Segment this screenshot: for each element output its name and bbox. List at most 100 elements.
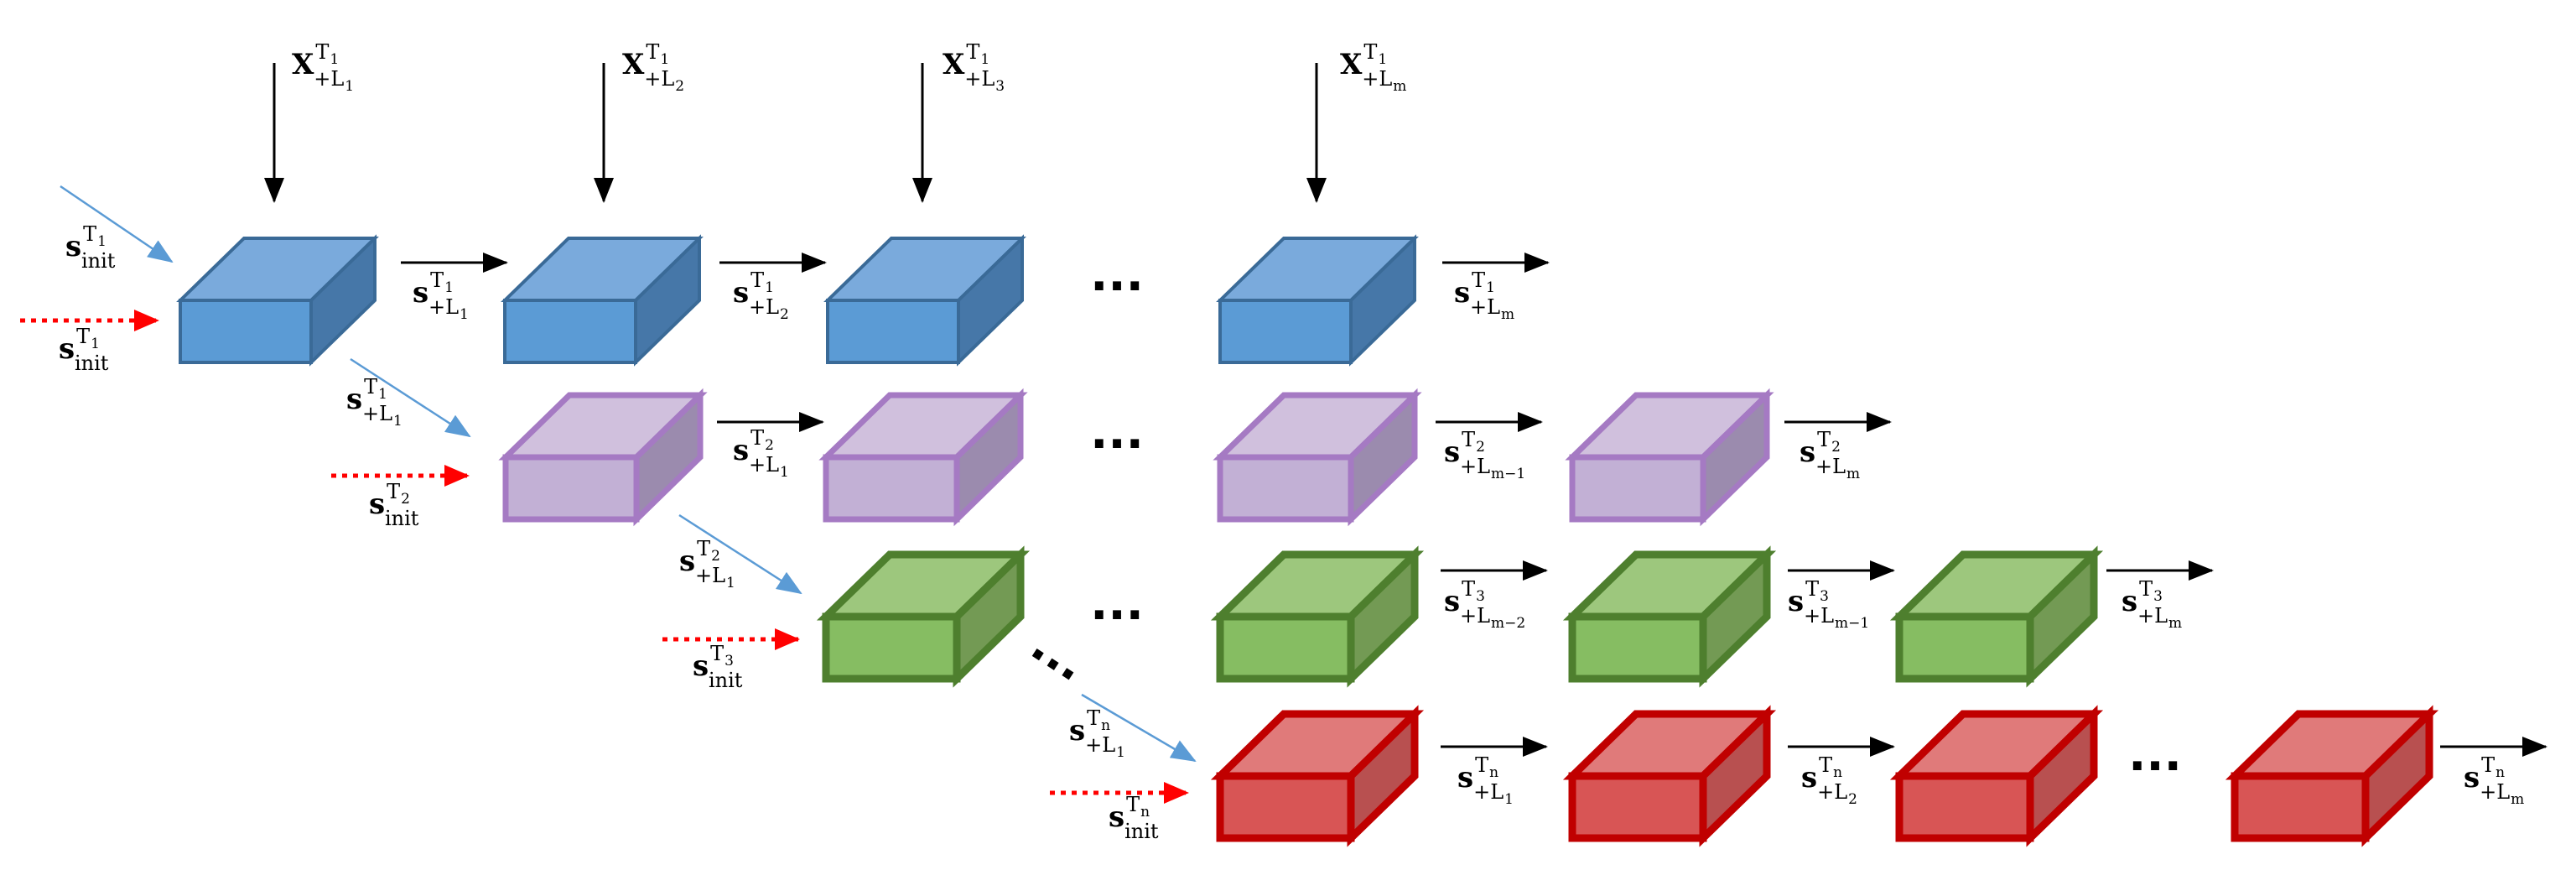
block-tn-3-front — [1895, 772, 2034, 842]
block-t1-3-front — [826, 299, 960, 364]
label-sub: +L — [1817, 780, 1847, 804]
label-sub: +L — [1470, 295, 1500, 319]
label-sub: +L — [964, 67, 995, 91]
block-t2-1 — [498, 388, 708, 527]
label-sub-sub: m — [2168, 615, 2182, 632]
label-base: s — [413, 276, 428, 310]
label-sub: +L — [644, 67, 674, 91]
transfer-arrow-init-t1 — [60, 185, 174, 263]
lstm-blocks — [176, 234, 2439, 847]
label-s_t2_l1: sT2+L1 — [733, 426, 789, 481]
label-sup-sub: 2 — [711, 548, 720, 565]
block-t1-3 — [823, 234, 1026, 367]
block-t3-1-front — [822, 612, 961, 683]
label-s_t3_lm: sT3+Lm — [2122, 577, 2182, 632]
label-sub-sub: m−1 — [1491, 466, 1525, 482]
ellipsis-row-3: ··· — [1090, 588, 1144, 643]
label-x2: XT1+L2 — [622, 40, 684, 95]
label-base: X — [622, 48, 645, 81]
label-base: X — [1340, 48, 1363, 81]
label-sup: T — [76, 325, 90, 348]
block-tn-2 — [1562, 705, 1777, 847]
label-base: s — [1444, 435, 1460, 469]
block-t2-m1-front — [1217, 454, 1354, 523]
label-s_t3_lm2: sT3+Lm−2 — [1444, 577, 1525, 632]
block-t1-1 — [176, 234, 379, 367]
transfer-arrow-t2-t3 — [678, 513, 802, 595]
label-sup-sub: 1 — [1378, 51, 1387, 68]
label-sup-sub: 1 — [444, 279, 454, 296]
label-sup: T — [315, 40, 329, 64]
label-sub-sub: 1 — [1504, 791, 1514, 808]
block-tn-2-front — [1568, 772, 1707, 842]
label-sup: T — [83, 222, 96, 246]
label-s_t2_l1_diag: sT2+L1 — [679, 537, 735, 591]
label-base: s — [59, 332, 75, 366]
label-x3: XT1+L3 — [943, 40, 1005, 95]
block-t3-m1-front — [1568, 612, 1707, 683]
label-sub-sub: m — [1393, 78, 1406, 95]
label-sup: T — [1817, 428, 1831, 451]
label-sup: T — [750, 426, 764, 450]
label-base: X — [943, 48, 965, 81]
label-base: s — [369, 487, 385, 521]
label-base: s — [2464, 761, 2480, 794]
label-sub-sub: 2 — [675, 78, 684, 95]
label-sup-sub: 3 — [1476, 588, 1485, 605]
label-sup-sub: n — [1489, 764, 1498, 781]
label-s_t2_lm: sT2+Lm — [1800, 428, 1860, 482]
label-sup: T — [2139, 577, 2153, 601]
label-s_t1_lm: sT1+Lm — [1454, 268, 1514, 323]
label-sub-sub: m−2 — [1491, 615, 1525, 632]
label-sup: T — [1087, 706, 1100, 730]
label-s_t2_lm1: sT2+Lm−1 — [1444, 428, 1525, 482]
ellipsis-row-2: ··· — [1090, 417, 1144, 471]
label-sub: +L — [1085, 733, 1115, 757]
label-sub: +L — [314, 67, 344, 91]
label-sub-sub: m — [1501, 306, 1514, 323]
label-base: X — [292, 48, 314, 81]
label-sub: +L — [695, 564, 725, 587]
label-sub: +L — [428, 295, 459, 319]
label-x1: XT1+L1 — [292, 40, 354, 95]
label-sup: T — [387, 480, 400, 503]
label-base: s — [1801, 761, 1817, 794]
label-sup-sub: n — [1833, 764, 1842, 781]
label-sup-sub: 1 — [378, 386, 387, 403]
label-sub-sub: 1 — [345, 78, 354, 95]
label-s_t1_l2: sT1+L2 — [733, 268, 789, 323]
label-base: s — [1454, 276, 1470, 310]
label-sup-sub: 3 — [2153, 588, 2163, 605]
label-sub: init — [81, 249, 116, 273]
transfer-arrow-t1-t2 — [350, 357, 471, 438]
label-base: s — [679, 544, 695, 578]
label-sub-sub: m — [2511, 791, 2524, 808]
label-sub: +L — [1815, 455, 1846, 478]
label-sup: T — [1363, 40, 1377, 64]
label-sub: +L — [1804, 604, 1834, 628]
label-sup-sub: 1 — [660, 51, 669, 68]
block-t1-m — [1216, 234, 1419, 367]
block-t3-1 — [816, 545, 1031, 688]
label-sup: T — [1472, 268, 1485, 292]
label-base: s — [1109, 800, 1124, 834]
block-t2-1-front — [502, 454, 640, 523]
ellipsis-diagonal: ··· — [1015, 628, 1090, 702]
label-sub-sub: m−1 — [1835, 615, 1869, 632]
arrows — [20, 63, 2547, 804]
label-sup: T — [364, 375, 377, 399]
block-t2-m-front — [1569, 454, 1706, 523]
label-sub: +L — [1362, 67, 1392, 91]
label-base: s — [65, 230, 81, 263]
label-sub: init — [709, 669, 743, 692]
label-sub: +L — [1460, 604, 1490, 628]
label-base: s — [1069, 714, 1085, 748]
label-sub: +L — [749, 453, 779, 477]
label-base: s — [1457, 761, 1473, 794]
label-sup-sub: 1 — [1486, 279, 1495, 296]
